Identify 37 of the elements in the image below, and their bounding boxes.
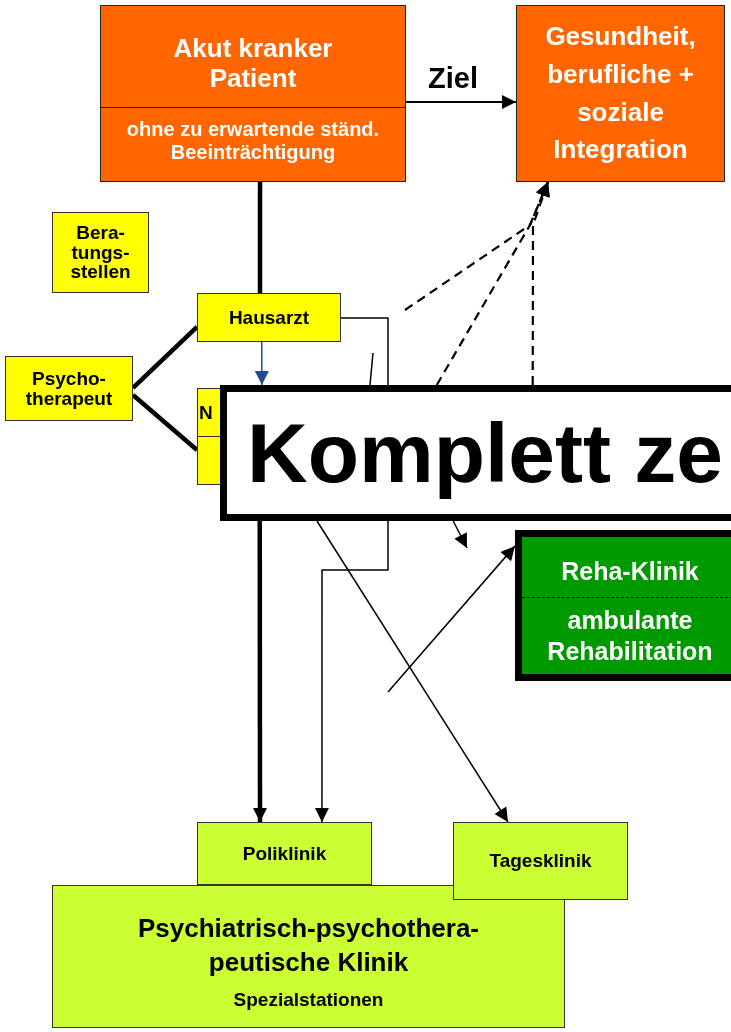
node-subtitle: ambulante Rehabilitation: [546, 604, 714, 668]
psychotherapist-box: [5, 356, 133, 421]
connector-line: [131, 325, 199, 390]
arrow: [253, 521, 267, 822]
outpatient-clinic-box: [197, 822, 372, 885]
dashed-arrow: [435, 181, 550, 386]
node-title: Reha-Klinik: [561, 556, 699, 586]
clinic-box: [52, 885, 565, 1028]
node-subtitle: Spezialstationen: [233, 988, 384, 1011]
gp-box: [197, 293, 341, 342]
node-title: Akut kranker Patient: [172, 33, 334, 94]
patient-box: [100, 5, 406, 182]
node-title: Psycho- therapeut: [24, 368, 114, 409]
dashed-arrow: [531, 181, 550, 385]
counseling-box: [52, 212, 149, 293]
node-title: Bera- tungs- stellen: [69, 222, 132, 283]
overlay-dialog: [220, 385, 731, 521]
day-clinic-box: [453, 822, 628, 900]
arrow: [452, 520, 468, 549]
connector-line: [131, 393, 199, 452]
specialist-box: [197, 388, 221, 485]
arrow: [314, 520, 389, 823]
node-title: Tagesklinik: [489, 850, 592, 872]
node-title: Psychiatrisch-psychothera- peutische Klinik: [137, 912, 480, 980]
node-title: N: [199, 401, 213, 424]
arrow: [254, 341, 269, 386]
connector-line: [369, 352, 374, 386]
node-title: Poliklinik: [242, 842, 327, 865]
connector-line: [257, 182, 263, 293]
arrow: [387, 545, 516, 693]
arrow: [316, 520, 509, 823]
connector-line: [340, 317, 389, 386]
rehab-clinic-box: [515, 530, 731, 681]
node-title: Gesundheit, berufliche + soziale Integration: [544, 20, 697, 167]
node-subtitle: ohne zu erwartende ständ. Beeinträchtigung: [125, 117, 381, 164]
node-title: Hausarzt: [228, 306, 310, 329]
goal-box: [516, 5, 725, 182]
